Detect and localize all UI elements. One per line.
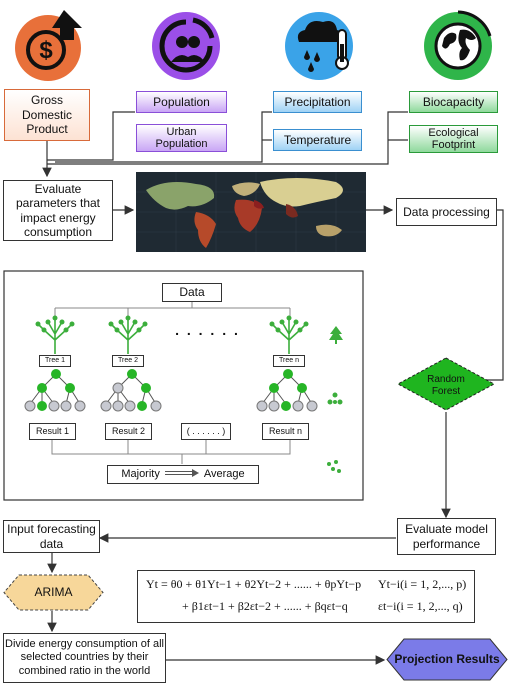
dollar-up-icon: $ [12,10,84,82]
people-icon [149,8,223,82]
input-forecasting-label: Input forecasting data [7,522,96,551]
svg-text:$: $ [39,37,53,64]
globe-icon [420,8,496,82]
tree-label: Tree n [273,355,305,367]
biocapacity-label: Biocapacity [422,94,485,109]
tree-icon [34,314,76,354]
result-box: Result n [262,423,309,440]
arima-equation-box: Yt = θ0 + θ1Yt−1 + θ2Yt−2 + ...... + θpY… [137,570,475,623]
equation-line-2: + β1εt−1 + β2εt−2 + ...... + βqεt−q [182,599,348,613]
projection-label: Projection Results [394,652,500,666]
world-map-icon [136,172,366,252]
random-forest-label: Random Forest [427,374,465,397]
rf-data-label: Data [179,285,205,300]
divide-energy-label: Divide energy consumption of all selecte… [5,638,164,677]
decision-tree-diagram [20,368,90,414]
result-box: ( . . . . . . ) [181,423,231,440]
equation-line-1: Yt = θ0 + θ1Yt−1 + θ2Yt−2 + ...... + θpY… [146,577,362,591]
biocapacity-box: Biocapacity [409,91,498,113]
evaluate-parameters-box: Evaluate parameters that impact energy c… [3,180,113,241]
temperature-box: Temperature [273,129,362,151]
ecological-footprint-box: Ecological Footprint [409,125,498,153]
majority-average-box: Majority Average [107,465,259,484]
temperature-label: Temperature [283,132,352,147]
decision-tree-diagram [252,368,322,414]
evaluate-parameters-label: Evaluate parameters that impact energy c… [15,181,101,239]
precipitation-label: Precipitation [284,94,351,109]
tree-icon [268,314,310,354]
tree-icon [107,314,149,354]
projection-hexagon [386,638,508,681]
gdp-box: Gross Domestic Product [4,89,90,141]
input-forecasting-box: Input forecasting data [3,520,100,553]
evaluate-model-box: Evaluate model performance [397,518,496,555]
arima-label: ARIMA [34,585,73,599]
node-cluster-icon [326,392,344,406]
result-box: Result 1 [29,423,76,440]
pine-tree-icon [328,326,344,344]
gdp-label: Gross Domestic Product [21,93,72,137]
tree-ellipsis: . . . . . . [175,322,240,338]
evaluate-model-label: Evaluate model performance [405,522,488,551]
random-forest-diamond [396,356,496,412]
tree-label: Tree 2 [112,355,144,367]
data-processing-label: Data processing [403,204,490,219]
divide-energy-box: Divide energy consumption of all selecte… [3,633,166,683]
tree-label: Tree 1 [39,355,71,367]
equation-condition-1: Yt−i(i = 1, 2,..., p) [378,577,467,591]
ecological-footprint-label: Ecological Footprint [428,126,479,151]
equation-condition-2: εt−i(i = 1, 2,..., q) [378,599,463,613]
urban-population-box: Urban Population [136,124,227,152]
scatter-dots-icon [326,460,342,474]
result-box: Result 2 [105,423,152,440]
urban-population-label: Urban Population [155,125,208,150]
decision-tree-diagram [96,368,166,414]
rf-data-box: Data [162,283,222,302]
population-label: Population [153,94,210,109]
precipitation-box: Precipitation [273,91,362,113]
arima-hexagon [3,574,104,611]
average-label: Average [203,467,245,480]
majority-label: Majority [121,467,160,480]
double-arrow-icon [164,468,199,481]
population-box: Population [136,91,227,113]
weather-icon [283,8,359,82]
data-processing-box: Data processing [396,198,497,226]
